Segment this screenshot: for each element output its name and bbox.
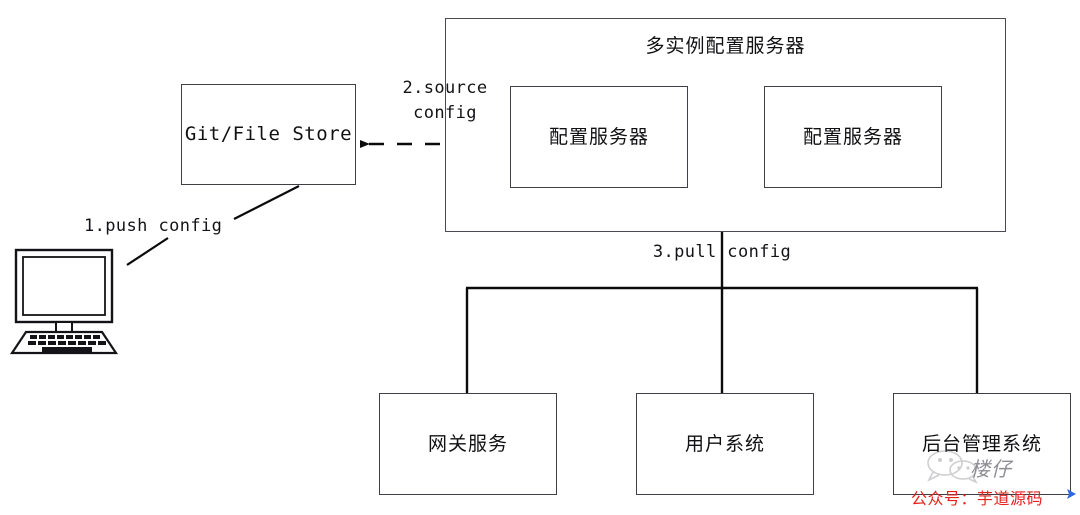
node-config-server-2[interactable]: 配置服务器 bbox=[764, 86, 942, 188]
wechat-logo-icon bbox=[927, 450, 978, 484]
node-git-file-store[interactable]: Git/File Store bbox=[181, 84, 356, 185]
container-title: 多实例配置服务器 bbox=[645, 35, 806, 57]
promo-label: 公众号：芋道源码 bbox=[911, 489, 1044, 508]
container-title-wrap: 多实例配置服务器 bbox=[446, 37, 1005, 57]
edge-label-pull-config: 3.pull config bbox=[652, 242, 792, 262]
node-config-server-1[interactable]: 配置服务器 bbox=[510, 86, 688, 188]
node-label: 用户系统 bbox=[684, 432, 765, 455]
node-gateway-service[interactable]: 网关服务 bbox=[379, 393, 557, 495]
watermark-account-name: 楼仔 bbox=[970, 457, 1012, 481]
node-label: 后台管理系统 bbox=[921, 432, 1042, 455]
node-label: 配置服务器 bbox=[802, 125, 903, 148]
desktop-computer-icon bbox=[9, 248, 119, 355]
node-label: 配置服务器 bbox=[548, 125, 649, 148]
edge-label-source-config-line1: 2.source bbox=[402, 78, 488, 98]
pointer-arrow-icon bbox=[1067, 489, 1076, 499]
edge-label-push-config: 1.push config bbox=[84, 216, 223, 236]
node-admin-system[interactable]: 后台管理系统 bbox=[893, 393, 1071, 495]
node-user-system[interactable]: 用户系统 bbox=[636, 393, 814, 495]
node-label: Git/File Store bbox=[184, 123, 353, 145]
node-label: 网关服务 bbox=[427, 432, 508, 455]
edge-label-source-config-line2: config bbox=[413, 103, 477, 123]
